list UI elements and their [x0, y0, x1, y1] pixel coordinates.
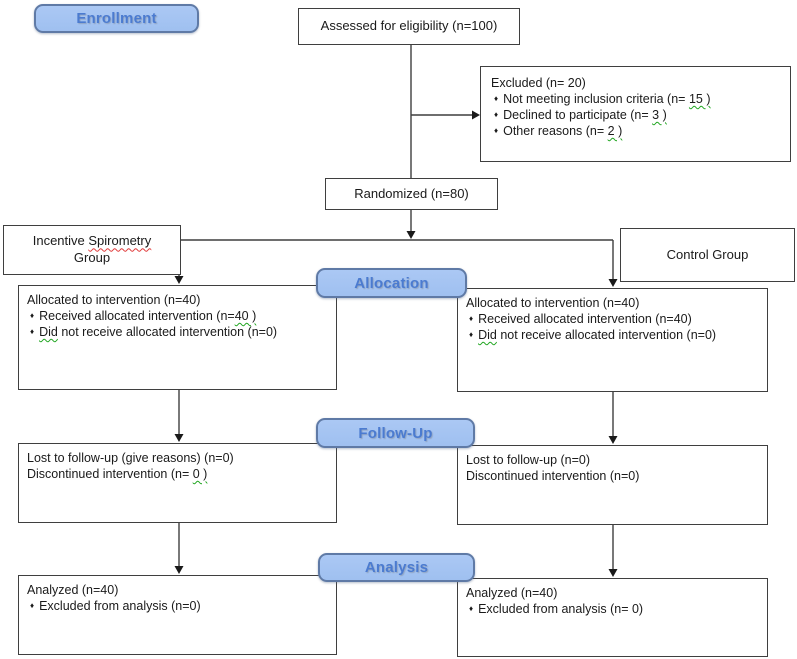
allocation-left-item-2-text: Did not receive allocated intervention (… — [39, 325, 278, 339]
allocation-left-item-2: ♦ Did not receive allocated intervention… — [27, 324, 328, 340]
allocation-left-item-1: ♦ Received allocated intervention (n=40 … — [27, 308, 328, 324]
assessed-box: Assessed for eligibility (n=100) — [298, 8, 520, 45]
allocation-left-title: Allocated to intervention (n=40) — [27, 293, 201, 307]
followup-right-box: Lost to follow-up (n=0) Discontinued int… — [457, 445, 768, 525]
excluded-item-2-text: Declined to participate (n= 3 ) — [503, 108, 667, 122]
spell-underlined-text: Spirometry — [88, 233, 152, 249]
allocation-right-item-1: ♦ Received allocated intervention (n=40) — [466, 311, 759, 327]
analysis-left-item-1: ♦ Excluded from analysis (n=0) — [27, 598, 328, 614]
bullet-icon: ♦ — [469, 330, 474, 339]
allocation-right-box: Allocated to intervention (n=40) ♦ Recei… — [457, 288, 768, 392]
group-right-box: Control Group — [620, 228, 795, 282]
bullet-icon: ♦ — [30, 311, 35, 320]
followup-left-box: Lost to follow-up (give reasons) (n=0) D… — [18, 443, 337, 523]
bullet-icon: ♦ — [469, 314, 474, 323]
grammar-underlined-text: 2 ) — [607, 124, 623, 138]
stage-label-allocation-text: Allocation — [354, 274, 429, 292]
grammar-underlined-text: Did — [39, 325, 58, 339]
assessed-text: Assessed for eligibility (n=100) — [320, 18, 498, 34]
stage-label-analysis-text: Analysis — [364, 559, 429, 576]
stage-label-enrollment: Enrollment — [34, 4, 199, 33]
bullet-icon: ♦ — [494, 94, 499, 103]
bullet-icon: ♦ — [494, 110, 499, 119]
allocation-right-item-2-text: Did not receive allocated intervention (… — [478, 328, 717, 342]
excluded-box: Excluded (n= 20) ♦ Not meeting inclusion… — [480, 66, 791, 162]
allocation-right-item-1-text: Received allocated intervention (n=40) — [478, 312, 692, 326]
analysis-left-title: Analyzed (n=40) — [27, 583, 119, 597]
analysis-right-item-1: ♦ Excluded from analysis (n= 0) — [466, 601, 759, 617]
followup-left-line-1: Lost to follow-up (give reasons) (n=0) — [27, 451, 234, 465]
excluded-item-3: ♦ Other reasons (n= 2 ) — [491, 123, 780, 139]
analysis-left-box: Analyzed (n=40) ♦ Excluded from analysis… — [18, 575, 337, 655]
followup-right-line-2: Discontinued intervention (n=0) — [466, 469, 640, 483]
analysis-left-item-1-text: Excluded from analysis (n=0) — [39, 599, 201, 613]
excluded-title: Excluded (n= 20) — [491, 76, 586, 90]
grammar-underlined-text: 3 ) — [652, 108, 667, 122]
randomized-text: Randomized (n=80) — [354, 185, 469, 201]
allocation-right-item-2: ♦ Did not receive allocated intervention… — [466, 327, 759, 343]
bullet-icon: ♦ — [30, 327, 35, 336]
excluded-item-3-text: Other reasons (n= 2 ) — [503, 124, 623, 138]
analysis-right-title: Analyzed (n=40) — [466, 586, 558, 600]
allocation-right-title: Allocated to intervention (n=40) — [466, 296, 640, 310]
allocation-left-item-1-text: Received allocated intervention (n=40 ) — [39, 309, 257, 323]
excluded-item-1-text: Not meeting inclusion criteria (n= 15 ) — [503, 92, 711, 106]
grammar-underlined-text: 0 ) — [192, 467, 208, 481]
followup-left-line-2: Discontinued intervention (n= 0 ) — [27, 467, 208, 481]
stage-label-analysis: Analysis — [318, 553, 475, 582]
bullet-icon: ♦ — [469, 604, 474, 613]
followup-right-line-1: Lost to follow-up (n=0) — [466, 453, 591, 467]
stage-label-followup-text: Follow-Up — [358, 424, 433, 442]
grammar-underlined-text: Did — [478, 328, 497, 342]
stage-label-allocation: Allocation — [316, 268, 467, 298]
bullet-icon: ♦ — [494, 126, 499, 135]
analysis-right-item-1-text: Excluded from analysis (n= 0) — [478, 602, 644, 616]
grammar-underlined-text: 15 ) — [688, 92, 711, 106]
bullet-icon: ♦ — [30, 601, 35, 610]
stage-label-enrollment-text: Enrollment — [76, 10, 157, 27]
randomized-box: Randomized (n=80) — [325, 178, 498, 210]
allocation-left-box: Allocated to intervention (n=40) ♦ Recei… — [18, 285, 337, 390]
stage-label-followup: Follow-Up — [316, 418, 475, 448]
excluded-item-1: ♦ Not meeting inclusion criteria (n= 15 … — [491, 91, 780, 107]
grammar-underlined-text: 40 ) — [234, 309, 257, 323]
group-right-text: Control Group — [666, 246, 749, 262]
excluded-item-2: ♦ Declined to participate (n= 3 ) — [491, 107, 780, 123]
analysis-right-box: Analyzed (n=40) ♦ Excluded from analysis… — [457, 578, 768, 657]
